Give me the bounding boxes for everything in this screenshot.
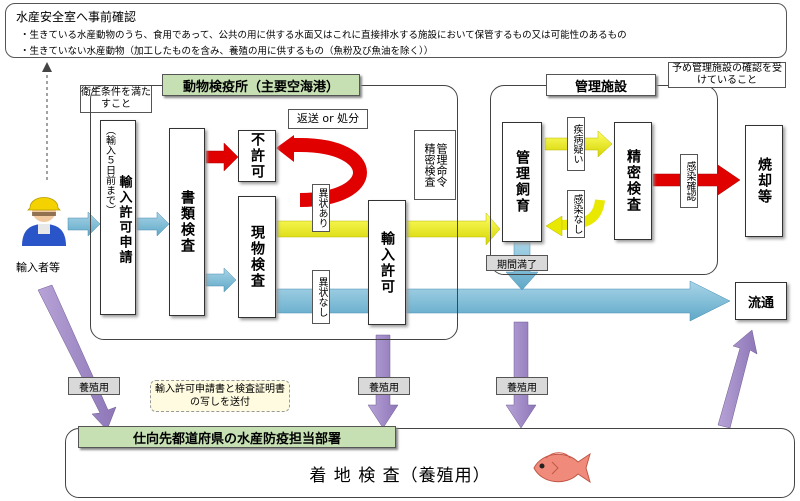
importer-person-icon [18, 188, 70, 246]
arrow-document-to-not-permitted [205, 142, 239, 172]
document-check-box: 書類検査 [169, 128, 205, 316]
abnormal-label: 異状あり [312, 184, 330, 232]
normal-label: 異状なし [312, 270, 330, 324]
period-expired-label: 期間満了 [486, 255, 548, 271]
detailed-check-short-label: 精密検査 [423, 143, 436, 187]
incineration-box: 焼却等 [745, 125, 783, 237]
arrow-bottom-to-distribution [717, 329, 758, 429]
management-breeding-box: 管理飼育 [502, 122, 542, 242]
aquaculture-label-1: 養殖用 [68, 377, 120, 395]
department-title: 仕向先都道府県の水産防疫担当部署 [78, 426, 396, 448]
return-callout: 返送 or 処分 [288, 109, 368, 129]
management-facility-title: 管理施設 [546, 74, 656, 96]
management-order-label: 管理命令 [435, 143, 448, 187]
aquaculture-label-2: 養殖用 [358, 377, 410, 395]
infection-confirmed-label: 感染確認 [680, 154, 698, 208]
prior-confirm-callout: 予め管理施設の確認を受けていること [668, 62, 786, 88]
application-note: （輸入５日前まで） [103, 125, 115, 215]
detailed-check-box: 精密検査 [614, 122, 652, 240]
send-docs-callout: 輸入許可申請書と検査証明書の写しを送付 [150, 380, 290, 412]
application-label: 輸入許可申請 [116, 174, 132, 265]
physical-check-box: 現物検査 [238, 196, 276, 318]
sea-bream-icon [528, 446, 594, 490]
landing-check-label: 着 地 検 査（養殖用） [309, 465, 491, 486]
disease-suspect-label: 疾病疑い [567, 117, 585, 171]
import-permit-box: 輸入許可 [368, 200, 406, 325]
header-note: 水産安全室へ事前確認 ・生きている水産動物のうち、食用であって、公共の用に供する… [5, 3, 787, 58]
arrow-application-to-document [136, 211, 170, 237]
header-line-2: ・生きていない水産動物（加工したものを含み、養殖の用に供するもの（魚粉及び魚油を… [20, 46, 434, 57]
importer-label: 輸入者等 [16, 261, 60, 274]
header-line-1: ・生きている水産動物のうち、食用であって、公共の用に供する水面又はこれに直接排水… [20, 30, 627, 41]
distribution-box: 流通 [735, 282, 787, 320]
quarantine-station-title: 動物検疫所（主要空海港） [162, 74, 360, 96]
arrow-document-to-physical [205, 267, 237, 293]
not-infected-label: 感染なし [567, 190, 585, 238]
header-title: 水産安全室へ事前確認 [16, 10, 137, 24]
aquaculture-label-3: 養殖用 [496, 377, 548, 395]
arrow-management-down [505, 321, 537, 429]
arrow-importer-to-application [67, 211, 101, 237]
application-box: 輸入許可申請 （輸入５日前まで） [100, 120, 136, 315]
management-order-callout: 管理命令 精密検査 [414, 130, 456, 200]
not-permitted-box: 不許可 [238, 130, 276, 182]
arrow-not-infected [559, 199, 605, 230]
